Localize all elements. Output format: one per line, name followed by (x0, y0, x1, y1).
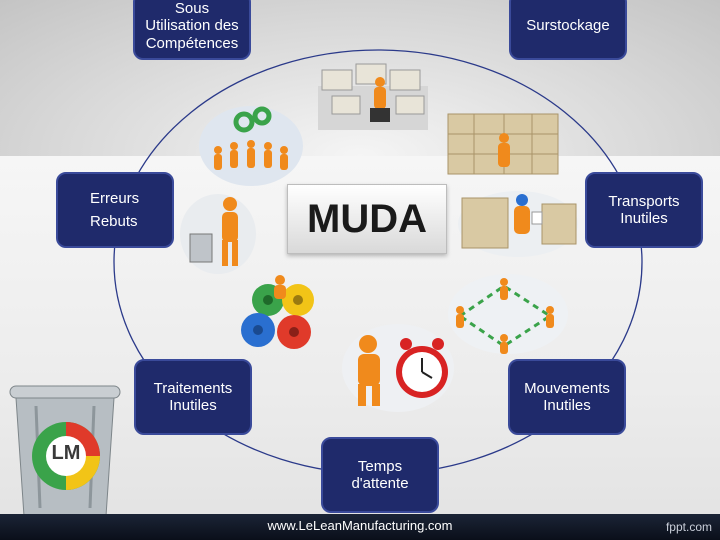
node-mouvements: Mouvements Inutiles (508, 359, 626, 435)
overstock-boxes-illustration (318, 63, 428, 130)
node-line: Compétences (145, 34, 239, 52)
node-line: Surstockage (526, 17, 610, 35)
node-sous-utilisation: Sous Utilisation des Compétences (133, 0, 251, 60)
node-transports: Transports Inutiles (585, 172, 703, 248)
node-line: Traitements (153, 379, 233, 397)
movement-path-illustration (448, 274, 568, 354)
waiting-clock-illustration (342, 324, 454, 412)
trash-person-illustration (180, 194, 256, 274)
node-line: Transports (608, 192, 680, 210)
footer-brand: fppt.com (665, 520, 712, 534)
warehouse-pallets-illustration (447, 113, 559, 175)
node-line: Utilisation des (145, 17, 239, 35)
node-traitements: Traitements Inutiles (134, 359, 252, 435)
node-surstockage: Surstockage (509, 0, 627, 60)
node-line: d'attente (351, 475, 409, 492)
node-line: Rebuts (90, 213, 138, 230)
node-line: Inutiles (169, 397, 217, 414)
node-line: Temps (357, 457, 403, 475)
node-erreurs-rebuts: Erreurs Rebuts (56, 172, 174, 248)
node-line: Inutiles (543, 397, 591, 414)
node-temps-attente: Temps d'attente (321, 437, 439, 513)
node-line: Erreurs (90, 189, 140, 207)
footer-url[interactable]: www.LeLeanManufacturing.com (267, 518, 453, 533)
logo-text: LM (51, 442, 81, 464)
footer-bar (0, 514, 720, 540)
recycle-bin-logo (9, 385, 121, 517)
team-gears-illustration (199, 106, 303, 186)
muda-center-label: MUDA (287, 184, 447, 254)
node-line: Inutiles (620, 210, 668, 227)
node-line: Mouvements (524, 379, 610, 397)
colored-gears-illustration (241, 275, 314, 349)
node-line: Sous (174, 0, 210, 18)
transport-pallets-illustration (458, 191, 578, 257)
